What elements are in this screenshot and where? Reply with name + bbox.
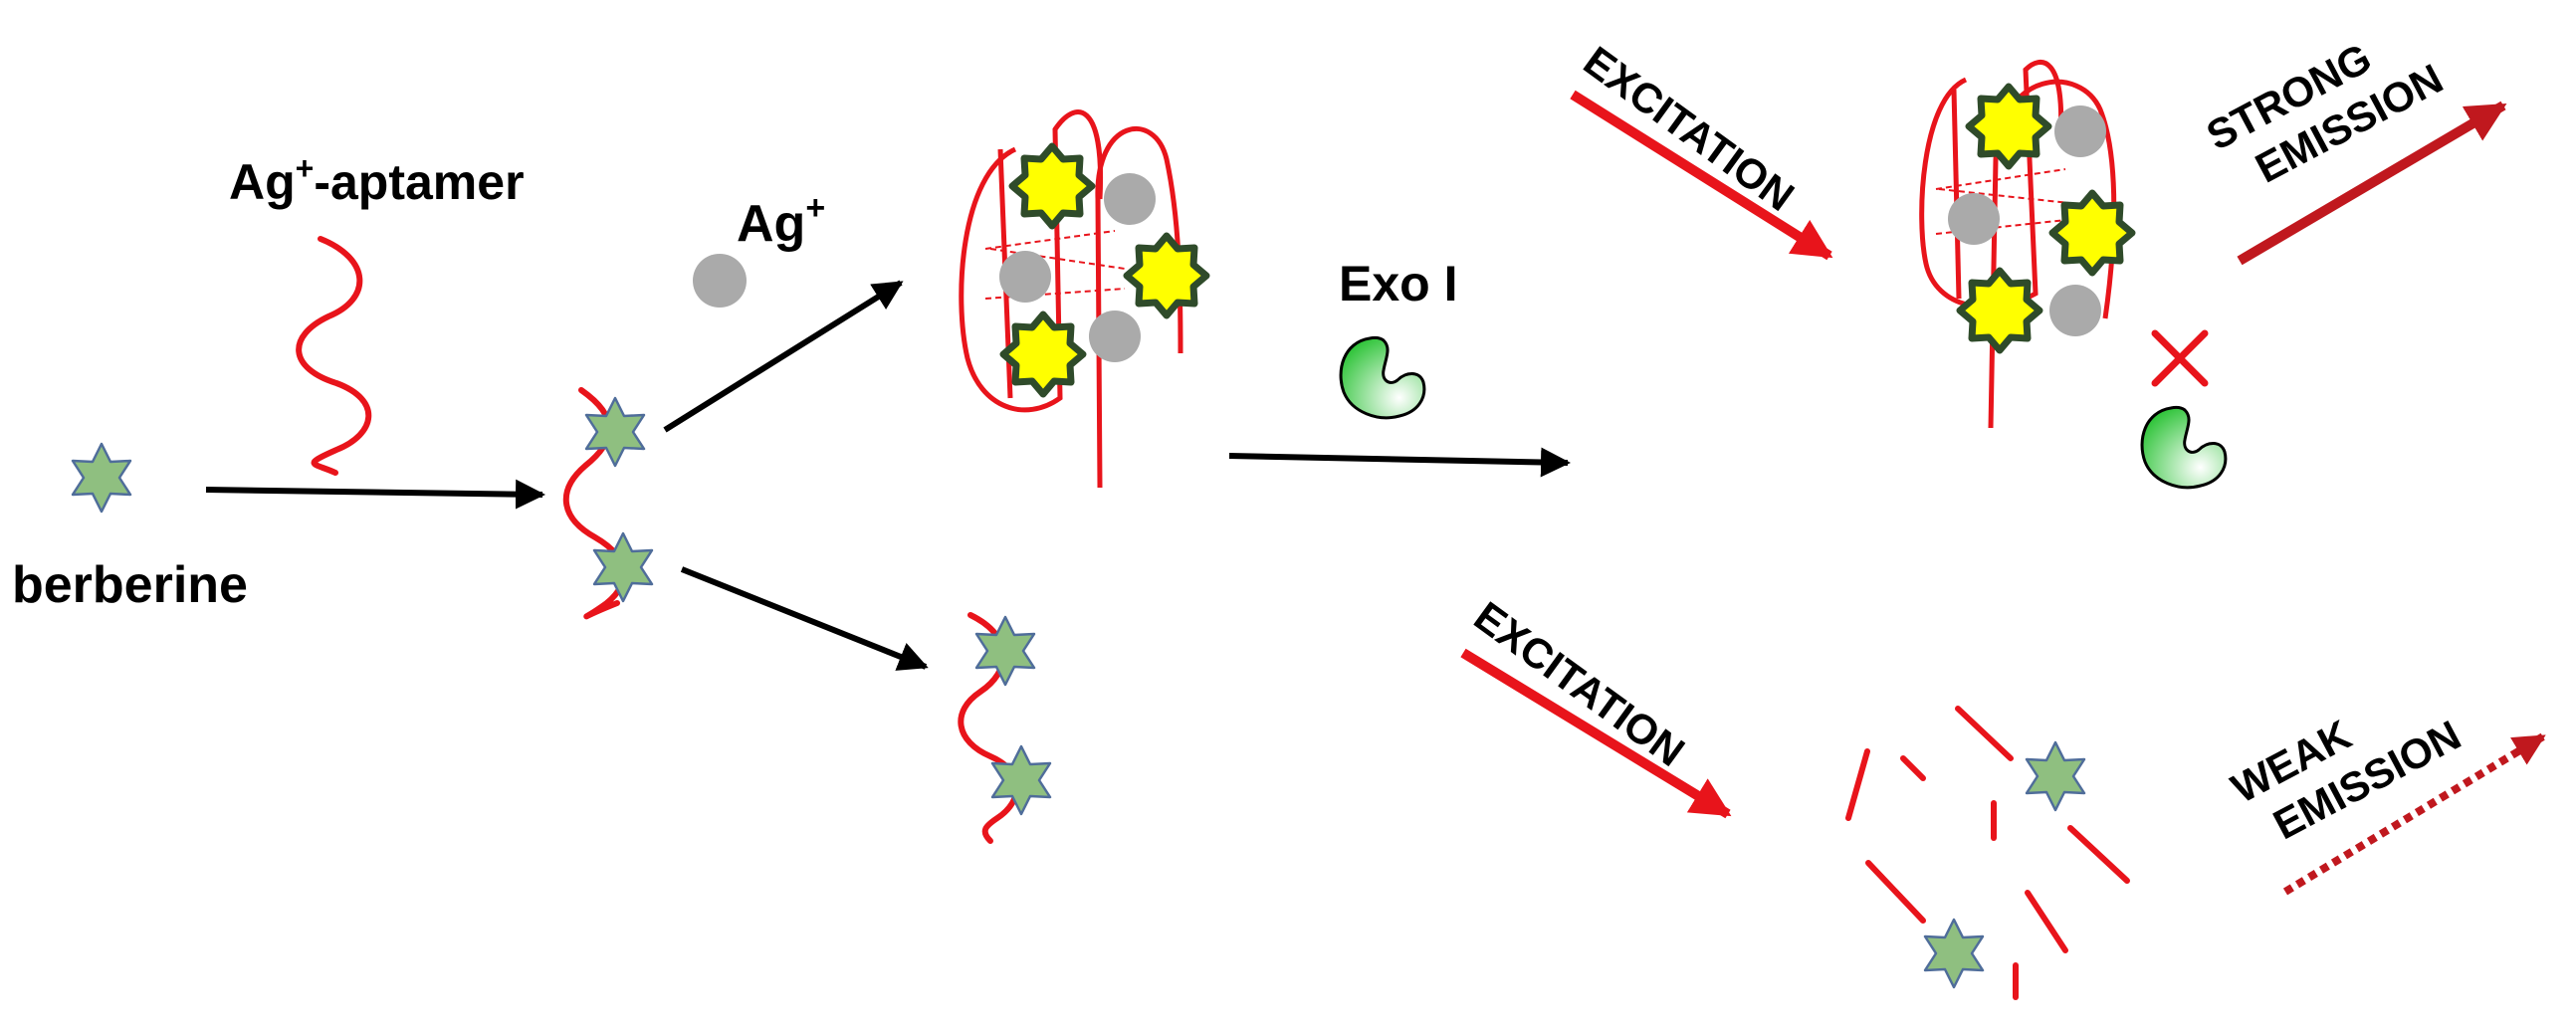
fluorescent-berberine-icon [1960, 271, 2039, 350]
excitation-arrow-bottom [1460, 648, 1732, 819]
aptamer-strand [296, 236, 372, 476]
free-berberine-icon [1923, 918, 1985, 989]
aptamer-label: Ag+-aptamer [229, 150, 525, 210]
fluorescent-berberine-icon [1969, 87, 2048, 166]
weak-emission-label: WEAK EMISSION [2224, 666, 2468, 858]
digested-strand-fragments [1845, 706, 2130, 1000]
fluorescent-berberine-icon [1127, 236, 1206, 315]
fluorescent-berberine-icon [1003, 314, 1083, 394]
berberine-label: berberine [12, 556, 248, 614]
exonuclease-label: Exo I [1339, 256, 1457, 311]
free-berberine-icon [2025, 740, 2086, 812]
branch-arrow-lower [680, 566, 929, 671]
silver-ion-icon [693, 254, 747, 308]
silver-ion-label: Ag+ [737, 189, 825, 253]
exonuclease-icon [1339, 335, 1426, 420]
strong-emission-label: STRONG EMISSION [2199, 9, 2451, 205]
strong-emission-arrow [2237, 101, 2507, 266]
folded-aptamer-structure [959, 109, 1206, 489]
berberine-molecule-icon [71, 442, 132, 514]
blocked-x-icon [2151, 329, 2209, 387]
bound-berberine-icon [990, 744, 1052, 816]
fluorescent-berberine-icon [1012, 146, 1092, 226]
mixing-arrow [205, 479, 545, 510]
blocked-exonuclease-icon [2140, 405, 2228, 490]
excitation-label-top: EXCITATION [1576, 37, 1803, 220]
excitation-label-bottom: EXCITATION [1466, 592, 1693, 775]
protected-folded-structure [1919, 60, 2132, 429]
branch-arrow-upper [663, 280, 904, 433]
fluorescent-berberine-icon [2052, 193, 2132, 273]
excitation-arrow-top [1570, 90, 1833, 261]
digestion-arrow [1228, 447, 1571, 478]
